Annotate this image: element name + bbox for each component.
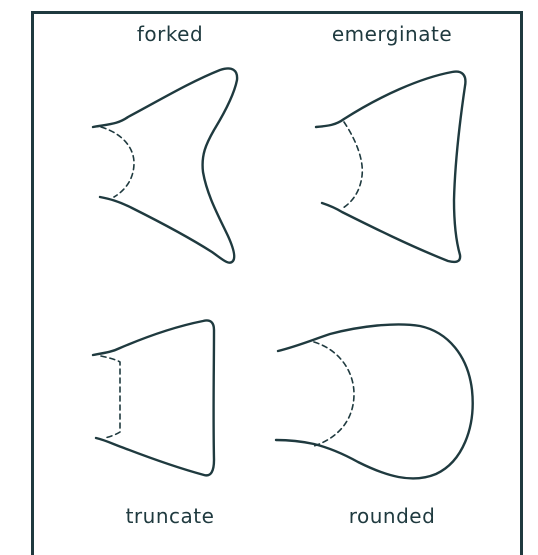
rounded-fin-base-dashed bbox=[314, 342, 354, 446]
rounded-fin-outline bbox=[276, 324, 473, 478]
